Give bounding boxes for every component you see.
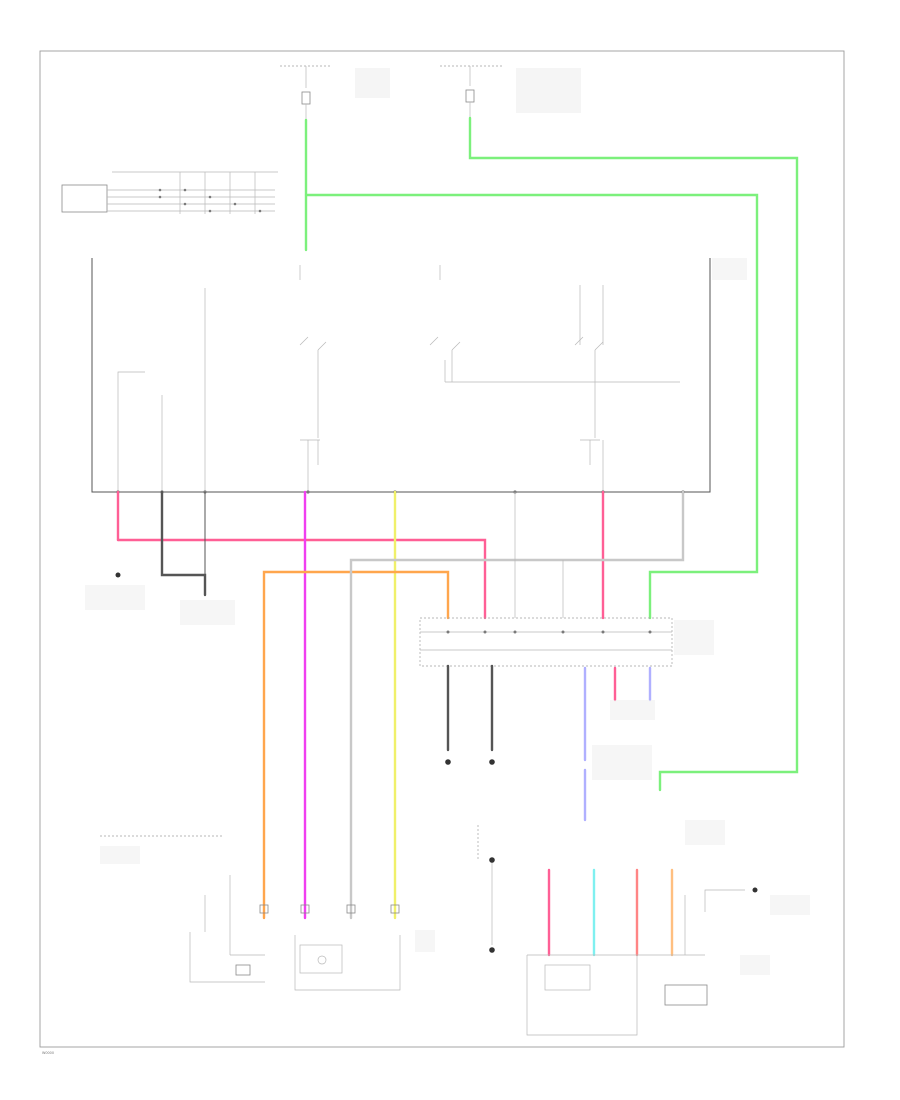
- diagram-border: [39, 50, 845, 1048]
- lower-junction-wires: [445, 664, 655, 822]
- ground-symbols-upper: [85, 572, 235, 625]
- right-motor-area: [477, 820, 810, 1036]
- gray-wires: [349, 490, 685, 920]
- black-wire: [160, 490, 207, 597]
- junction-connector: [419, 617, 714, 667]
- left-motor-area: [100, 835, 435, 991]
- main-switch-box: [91, 258, 747, 494]
- footer-code: W0000: [42, 1051, 54, 1055]
- top-left-fuse-group: [280, 65, 390, 120]
- top-right-fuse-group: [440, 65, 581, 118]
- orange-wire: [262, 570, 450, 920]
- green-wire: [304, 116, 799, 792]
- pink-wire: [116, 490, 605, 620]
- steering-switch-table: [61, 171, 278, 214]
- lower-left-connectors: [259, 904, 400, 914]
